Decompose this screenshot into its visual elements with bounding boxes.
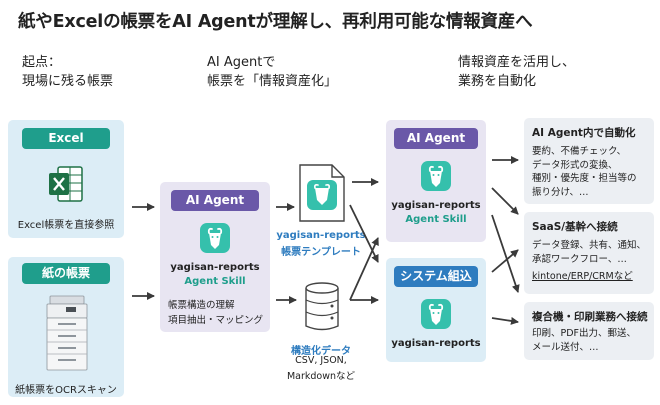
goat-icon bbox=[200, 223, 230, 253]
system-name: yagisan-reports bbox=[391, 338, 481, 349]
paper-badge: 紙の帳票 bbox=[22, 263, 110, 284]
page-title: 紙やExcelの帳票をAI Agentが理解し、再利用可能な情報資産へ bbox=[18, 12, 533, 32]
result-1-line-4: 振り分け、… bbox=[532, 186, 589, 198]
header-col1-line2: 現場に残る帳票 bbox=[22, 74, 114, 89]
template-label-2: 帳票テンプレート bbox=[281, 247, 361, 258]
arrow-data-to-agent bbox=[349, 237, 379, 301]
center-agent-skill: Agent Skill bbox=[184, 276, 246, 287]
result-3-title: 複合機・印刷業務へ接続 bbox=[532, 311, 648, 323]
right-agent-name: yagisan-reports bbox=[391, 200, 481, 211]
center-agent-desc-2: 項目抽出・マッピング bbox=[168, 315, 264, 326]
result-1-line-3: 種別・優先度・担当等の bbox=[532, 173, 637, 184]
arrow-system-to-result2 bbox=[491, 249, 519, 273]
center-agent-name: yagisan-reports bbox=[170, 262, 260, 273]
copier-icon bbox=[44, 294, 90, 372]
right-agent-skill: Agent Skill bbox=[405, 214, 467, 225]
arrow-agent-to-result2 bbox=[491, 187, 519, 215]
header-col2-line1: AI Agentで bbox=[207, 55, 276, 70]
result-2-line-1: データ登録、共有、通知、 bbox=[532, 240, 647, 251]
result-1-line-1: 要約、不備チェック、 bbox=[532, 146, 627, 157]
arrow-agent-to-result3 bbox=[491, 214, 520, 293]
goat-icon bbox=[421, 299, 451, 329]
system-badge: システム組込 bbox=[394, 266, 478, 287]
system-panel: システム組込 yagisan-reports bbox=[386, 258, 486, 362]
arrow-system-to-result3 bbox=[491, 316, 519, 325]
result-3-line-2: メール送付、… bbox=[532, 341, 599, 353]
right-agent-badge: AI Agent bbox=[394, 128, 478, 149]
header-col3-line1: 情報資産を活用し、 bbox=[458, 55, 576, 70]
result-1-title: AI Agent内で自動化 bbox=[532, 127, 636, 139]
header-col1: 起点： 現場に残る帳票 bbox=[22, 53, 113, 91]
result-box-1: AI Agent内で自動化 要約、不備チェック、 データ形式の変換、 種別・優先… bbox=[524, 118, 654, 204]
excel-source-panel: Excel Excel帳票を直接参照 bbox=[8, 120, 124, 238]
excel-icon bbox=[48, 165, 84, 203]
center-agent-badge: AI Agent bbox=[171, 190, 259, 211]
result-1-line-2: データ形式の変換、 bbox=[532, 159, 618, 171]
goat-icon bbox=[421, 161, 451, 191]
right-agent-panel: AI Agent yagisan-reports Agent Skill bbox=[386, 120, 486, 242]
arrow-template-to-system bbox=[349, 204, 379, 263]
result-box-2: SaaS/基幹へ接続 データ登録、共有、通知、 承認ワークフロー、… kinto… bbox=[524, 212, 654, 294]
paper-caption: 紙帳票をOCRスキャン bbox=[15, 385, 117, 396]
result-box-3: 複合機・印刷業務へ接続 印刷、PDF出力、郵送、 メール送付、… bbox=[524, 302, 654, 360]
excel-badge: Excel bbox=[22, 128, 110, 149]
template-label-1: yagisan-reports bbox=[276, 230, 366, 241]
header-col1-line1: 起点： bbox=[22, 55, 62, 70]
header-col3-line2: 業務を自動化 bbox=[458, 74, 537, 89]
database-icon bbox=[304, 281, 340, 333]
header-col2-line2: 帳票を「情報資産化」 bbox=[207, 74, 338, 89]
header-col2: AI Agentで 帳票を「情報資産化」 bbox=[207, 53, 337, 91]
result-3-line-1: 印刷、PDF出力、郵送、 bbox=[532, 328, 637, 339]
result-2-title: SaaS/基幹へ接続 bbox=[532, 221, 618, 233]
excel-caption: Excel帳票を直接参照 bbox=[17, 220, 115, 231]
center-agent-desc-1: 帳票構造の理解 bbox=[168, 300, 235, 311]
center-agent-panel: AI Agent yagisan-reports Agent Skill 帳票構… bbox=[160, 182, 270, 332]
paper-source-panel: 紙の帳票 紙帳票をOCRスキャン bbox=[8, 257, 124, 397]
header-col3: 情報資産を活用し、 業務を自動化 bbox=[458, 53, 575, 91]
data-label-1: 構造化データ bbox=[291, 346, 351, 357]
document-icon bbox=[298, 163, 346, 223]
data-label-2: CSV, JSON, bbox=[295, 355, 347, 366]
data-label-3: Markdownなど bbox=[286, 371, 356, 382]
result-2-line-3: kintone/ERP/CRMなど bbox=[532, 271, 633, 282]
result-2-line-2: 承認ワークフロー、… bbox=[532, 253, 627, 265]
